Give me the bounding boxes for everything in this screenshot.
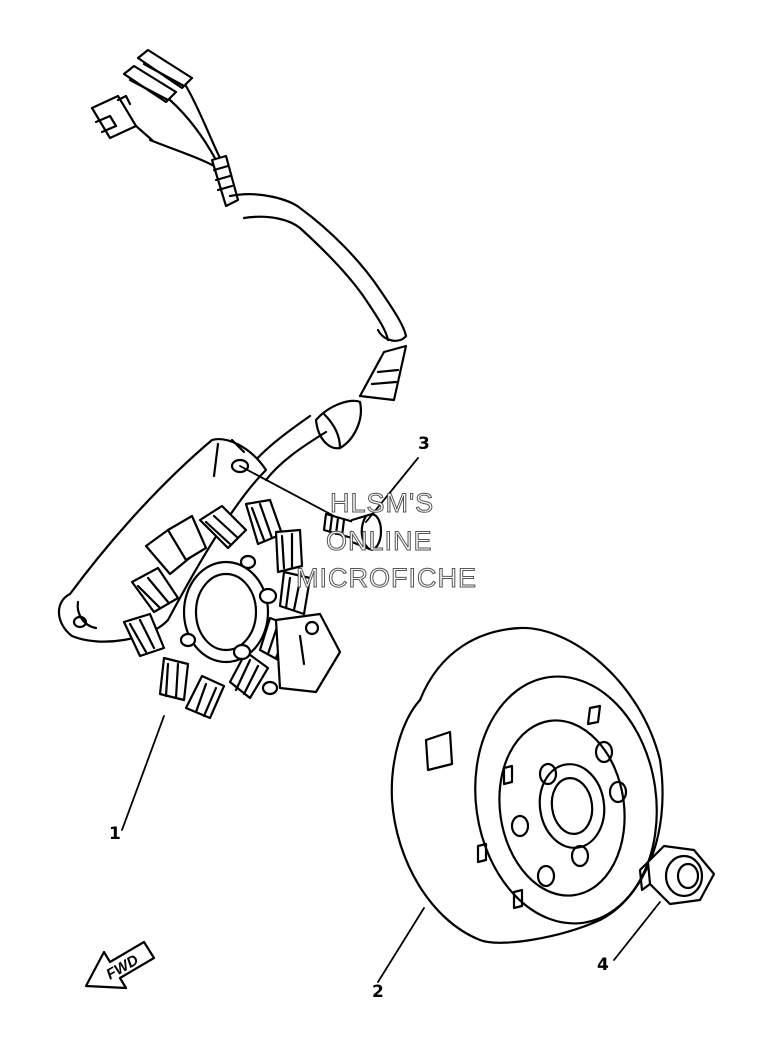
callout-4: 4 bbox=[597, 955, 609, 975]
watermark-line-1: HLSM'S bbox=[329, 488, 435, 518]
watermark-line-3: MICROFICHE bbox=[296, 563, 477, 593]
callout-3: 3 bbox=[418, 434, 430, 454]
nut bbox=[638, 844, 716, 906]
connector-b bbox=[122, 64, 178, 104]
connector-c bbox=[136, 48, 194, 90]
stator-assembly bbox=[57, 438, 342, 720]
callout-1: 1 bbox=[109, 824, 121, 844]
callout-2: 2 bbox=[372, 982, 384, 1002]
connector-a bbox=[90, 94, 154, 142]
watermark-line-2: ONLINE bbox=[326, 526, 433, 556]
fwd-arrow: FWD bbox=[84, 940, 156, 990]
screw bbox=[322, 512, 383, 552]
flywheel-rotor bbox=[390, 626, 664, 944]
wiring-harness bbox=[90, 48, 408, 482]
leader-lines bbox=[121, 457, 661, 983]
